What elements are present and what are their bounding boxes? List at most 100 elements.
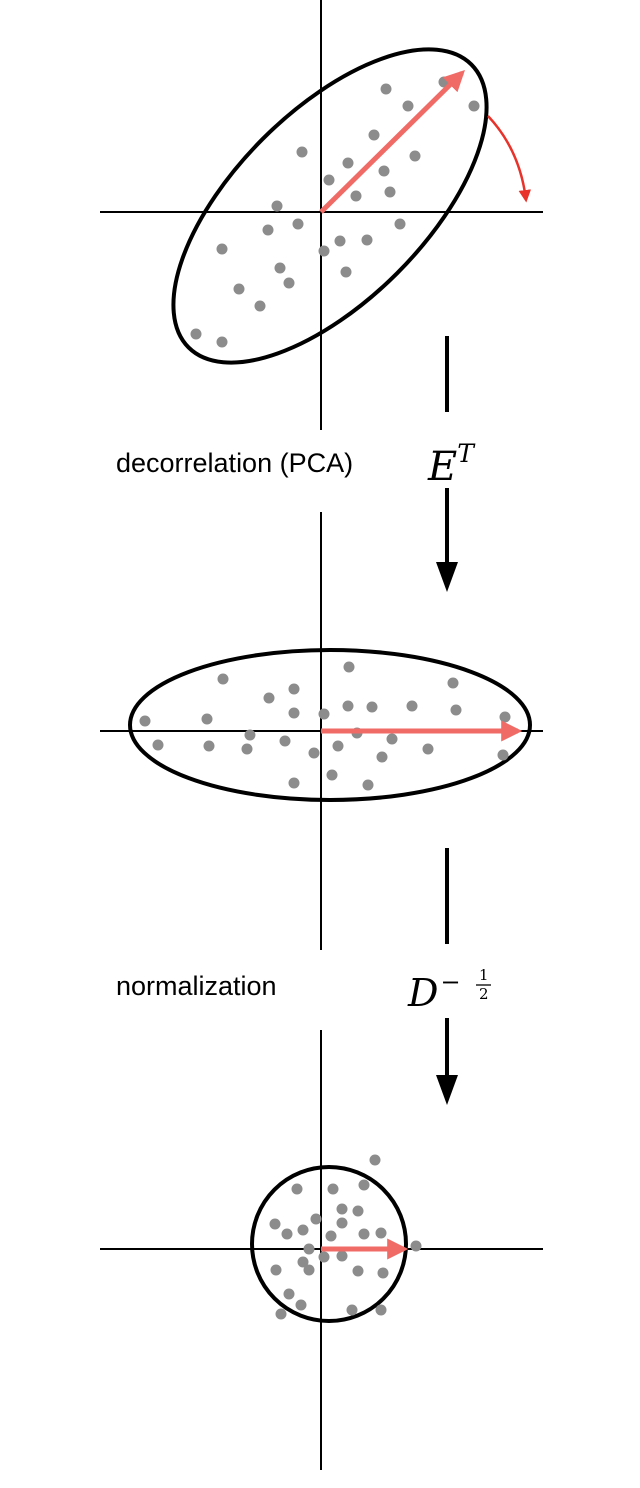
data-point <box>447 677 459 689</box>
data-point <box>297 1224 309 1236</box>
data-point <box>279 735 291 747</box>
data-point <box>334 235 346 247</box>
data-point <box>262 224 274 236</box>
data-point <box>406 700 418 712</box>
data-point <box>296 146 308 158</box>
data-point <box>394 218 406 230</box>
data-point <box>358 1179 370 1191</box>
data-point <box>271 200 283 212</box>
data-point <box>410 1240 422 1252</box>
data-point <box>343 661 355 673</box>
superscript-numerator: 1 <box>479 966 489 984</box>
data-point <box>318 1251 330 1263</box>
data-point <box>281 1228 293 1240</box>
data-point <box>318 245 330 257</box>
data-point <box>295 1299 307 1311</box>
data-point <box>336 1203 348 1215</box>
data-point <box>270 1264 282 1276</box>
data-point <box>380 83 392 95</box>
data-point <box>283 1288 295 1300</box>
data-point <box>201 713 213 725</box>
superscript-denominator: 2 <box>479 985 489 1003</box>
data-point <box>288 683 300 695</box>
data-point <box>499 711 511 723</box>
data-point <box>291 1183 303 1195</box>
data-point <box>288 707 300 719</box>
data-point <box>468 100 480 112</box>
data-point <box>450 704 462 716</box>
data-point <box>358 1228 370 1240</box>
data-point <box>377 1267 389 1279</box>
data-point <box>384 186 396 198</box>
data-point <box>303 1264 315 1276</box>
data-point <box>378 165 390 177</box>
panel-whitened-data <box>100 1030 543 1470</box>
step-normalization: normalization D− 1 2 <box>116 848 491 1105</box>
data-point <box>254 300 266 312</box>
panel-decorrelated-data <box>100 512 543 950</box>
data-points <box>139 661 511 791</box>
data-point <box>310 1213 322 1225</box>
data-point <box>190 328 202 340</box>
data-point <box>342 700 354 712</box>
data-points <box>190 76 480 348</box>
data-point <box>274 262 286 274</box>
data-point <box>325 1230 337 1242</box>
data-point <box>241 743 253 755</box>
data-point <box>297 1256 309 1268</box>
data-point <box>352 1265 364 1277</box>
data-point <box>362 779 374 791</box>
step-arrowhead <box>436 1075 458 1105</box>
data-point <box>376 751 388 763</box>
step-label-normalization: normalization <box>116 971 277 1001</box>
panel-original-data <box>100 0 543 430</box>
data-point <box>361 234 373 246</box>
operator-e-transpose: ET <box>427 439 476 490</box>
data-point <box>366 701 378 713</box>
principal-vector <box>319 70 465 214</box>
data-point <box>283 277 295 289</box>
data-point <box>216 243 228 255</box>
step-decorrelation: decorrelation (PCA) ET <box>116 336 476 592</box>
data-point <box>497 749 509 761</box>
covariance-ellipse <box>171 47 489 365</box>
data-point <box>332 740 344 752</box>
data-point <box>386 733 398 745</box>
operator-d-inverse-sqrt: D− <box>407 968 461 1015</box>
data-point <box>350 190 362 202</box>
data-point <box>340 266 352 278</box>
data-point <box>292 218 304 230</box>
data-point <box>308 747 320 759</box>
data-point <box>139 715 151 727</box>
data-point <box>303 1243 315 1255</box>
data-point <box>368 129 380 141</box>
data-point <box>326 769 338 781</box>
data-point <box>203 740 215 752</box>
data-point <box>275 1308 287 1320</box>
data-point <box>244 729 256 741</box>
data-point <box>375 1227 387 1239</box>
data-point <box>318 708 330 720</box>
data-point <box>327 1183 339 1195</box>
data-point <box>422 743 434 755</box>
rotation-arrow <box>487 115 532 203</box>
data-point <box>336 1217 348 1229</box>
data-point <box>269 1218 281 1230</box>
step-arrowhead <box>436 562 458 592</box>
data-point <box>263 692 275 704</box>
data-point <box>409 150 421 162</box>
data-point <box>369 1154 381 1166</box>
data-point <box>342 157 354 169</box>
data-point <box>217 673 229 685</box>
data-point <box>233 283 245 295</box>
data-point <box>336 1250 348 1262</box>
data-points <box>269 1154 422 1320</box>
covariance-ellipse <box>128 648 532 802</box>
data-point <box>346 1304 358 1316</box>
data-point <box>375 1304 387 1316</box>
data-point <box>352 1205 364 1217</box>
data-point <box>216 336 228 348</box>
step-label-decorrelation: decorrelation (PCA) <box>116 448 353 478</box>
data-point <box>323 174 335 186</box>
